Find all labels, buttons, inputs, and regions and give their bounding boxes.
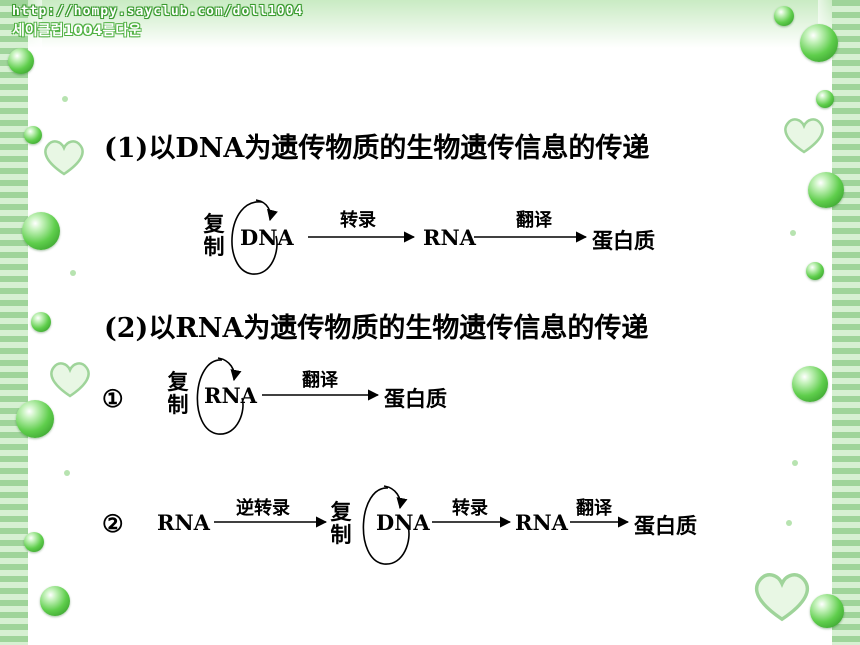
header-url: http://hompy.sayclub.com/doll1004 [12,4,304,19]
protein-label: 蛋白质 [634,513,697,538]
replication-label-bottom: 制 [203,234,225,259]
rna-label: RNA [423,225,476,250]
decor-dot [70,270,76,276]
green-ball-icon [16,400,54,438]
decor-dot [790,230,796,236]
green-ball-icon [774,6,794,26]
green-ball-icon [808,172,844,208]
heart-icon [50,362,90,398]
section1-heading: (1)以DNA为遗传物质的生物遗传信息的传递 [104,133,650,164]
replication-loop-arrow [231,201,278,275]
green-ball-icon [22,212,60,250]
heart-icon [754,573,810,622]
replication-label-top: 复 [167,369,189,394]
replication-label-bottom: 制 [167,392,189,417]
replication-label-top: 复 [330,499,352,524]
decor-dot [792,460,798,466]
green-ball-icon [810,594,844,628]
protein-label: 蛋白质 [384,386,447,411]
right-stripe-border [832,0,860,645]
replication-loop-head [255,199,278,222]
transcription-label: 转录 [340,210,376,231]
section2-heading: (2)以RNA为遗传物质的生物遗传信息的传递 [104,313,649,344]
green-ball-icon [792,366,828,402]
replication-label: 复 制 [166,370,190,416]
decor-dot [62,96,68,102]
green-ball-icon [8,48,34,74]
replication-loop-arrow [362,487,410,565]
replication-label: 复 制 [329,500,353,546]
translation-label: 翻译 [576,498,612,519]
dna-label: DNA [376,510,430,535]
green-ball-icon [816,90,834,108]
heart-icon [784,118,824,154]
green-ball-icon [40,586,70,616]
replication-label-top: 复 [203,211,225,236]
rna-label: RNA [515,510,568,535]
item2-marker: ② [102,509,124,538]
translation-label: 翻译 [302,370,338,391]
rna-label: RNA [204,383,257,408]
replication-loop-head [383,485,408,510]
translation-label: 翻译 [516,210,552,231]
replication-loop-head [217,357,242,382]
replication-label: 复 制 [202,212,226,258]
green-ball-icon [31,312,51,332]
green-ball-icon [24,126,42,144]
green-ball-icon [806,262,824,280]
transcription-label: 转录 [452,498,488,519]
reverse-transcription-label: 逆转录 [236,498,290,519]
replication-label-bottom: 制 [330,522,352,547]
dna-label: DNA [240,225,294,250]
green-ball-icon [800,24,838,62]
top-banner [0,0,860,48]
decor-dot [786,520,792,526]
replication-loop-arrow [196,359,244,435]
green-ball-icon [24,532,44,552]
heart-icon [44,140,84,176]
decor-dot [64,470,70,476]
header-subtitle: 세이클럽1004름다운 [12,23,142,39]
rna-start-label: RNA [157,510,210,535]
protein-label: 蛋白质 [592,228,655,253]
item1-marker: ① [102,384,124,413]
